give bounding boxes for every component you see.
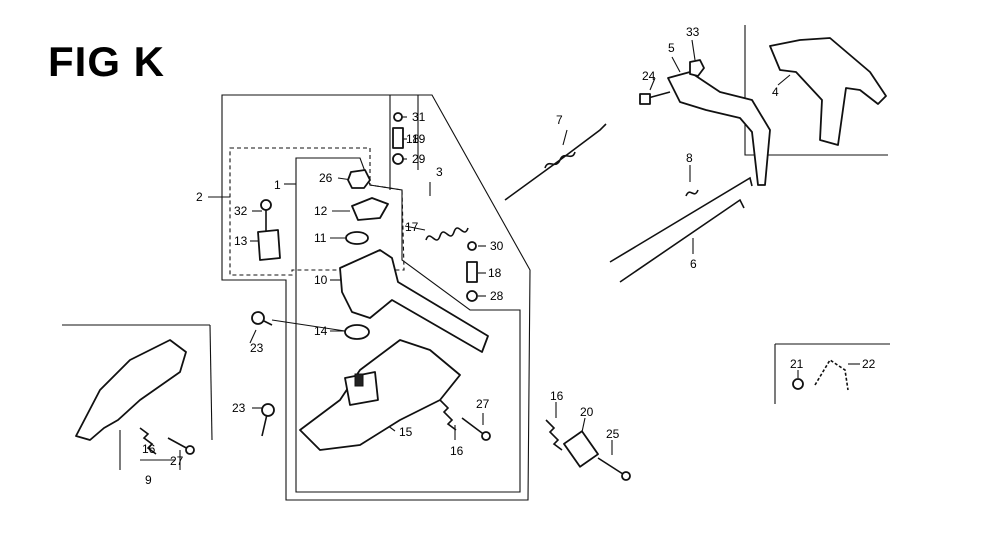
callout-23-lower: 23 <box>232 401 246 415</box>
control-arm-5-part <box>667 71 771 186</box>
plate-15-part <box>299 339 461 451</box>
callout-11: 11 <box>314 231 327 245</box>
callout-12: 12 <box>314 204 328 218</box>
rod-8-part <box>609 176 753 263</box>
callout-24: 24 <box>642 69 656 83</box>
callout-20: 20 <box>580 405 594 419</box>
callout-22: 22 <box>862 357 876 371</box>
nut-33-part <box>689 59 705 77</box>
callout-27-center: 27 <box>476 397 490 411</box>
figure-title: FIG K <box>48 38 165 85</box>
parts <box>75 37 887 481</box>
callout-6: 6 <box>690 257 697 271</box>
bracket-4-part <box>769 37 887 146</box>
callout-2: 2 <box>196 190 203 204</box>
washer-11-part <box>345 231 369 245</box>
callout-18-upper: 18 <box>406 132 420 146</box>
callout-16-right: 16 <box>550 389 564 403</box>
washer-14-part <box>344 324 370 340</box>
callout-23-upper: 23 <box>250 341 264 355</box>
callout-18-lower: 18 <box>488 266 502 280</box>
callout-1: 1 <box>274 178 281 192</box>
spacer-18-part <box>466 261 478 283</box>
leader-lines <box>119 39 860 470</box>
callout-7: 7 <box>556 113 563 127</box>
bracket-13-part <box>257 229 281 261</box>
callout-31: 31 <box>412 110 426 124</box>
callout-16-left: 16 <box>142 442 156 456</box>
callout-10: 10 <box>314 273 328 287</box>
bolt-23-lower-part <box>261 403 275 417</box>
chain-22-part <box>814 358 849 391</box>
collar-20-part <box>563 430 599 468</box>
callout-26: 26 <box>319 171 333 185</box>
callout-16-center: 16 <box>450 444 464 458</box>
spring-16-right-part <box>545 419 563 451</box>
lever-12-part <box>351 197 389 221</box>
callout-4: 4 <box>772 85 779 99</box>
callout-15: 15 <box>399 425 413 439</box>
callout-14: 14 <box>314 324 328 338</box>
callout-25: 25 <box>606 427 620 441</box>
rod-6-part <box>619 198 745 283</box>
spacer-19-part <box>392 127 404 149</box>
callout-3: 3 <box>436 165 443 179</box>
bolt-23-upper-part <box>251 311 265 325</box>
callout-17: 17 <box>405 220 419 234</box>
callout-29: 29 <box>412 152 426 166</box>
callout-8: 8 <box>686 151 693 165</box>
callout-30: 30 <box>490 239 504 253</box>
callout-9: 9 <box>145 473 152 487</box>
callout-labels: 1 2 3 4 5 6 7 8 9 10 11 12 13 14 15 16 1… <box>142 25 876 487</box>
callout-21: 21 <box>790 357 804 371</box>
nut-26-part <box>347 169 371 189</box>
callout-33: 33 <box>686 25 700 39</box>
spring-17-part <box>425 227 469 241</box>
callout-27-left: 27 <box>170 454 184 468</box>
inset-assembly-9-part <box>75 339 187 441</box>
shaft-holder-part <box>344 371 379 406</box>
rod-7-part <box>504 123 607 201</box>
governor-lever-part <box>339 249 489 353</box>
callout-28: 28 <box>490 289 504 303</box>
callout-13: 13 <box>234 234 248 248</box>
callout-19: 19 <box>412 132 426 146</box>
callout-5: 5 <box>668 41 675 55</box>
spring-16-center-part <box>439 399 457 431</box>
clip-21-part <box>792 378 804 390</box>
callout-32: 32 <box>234 204 248 218</box>
